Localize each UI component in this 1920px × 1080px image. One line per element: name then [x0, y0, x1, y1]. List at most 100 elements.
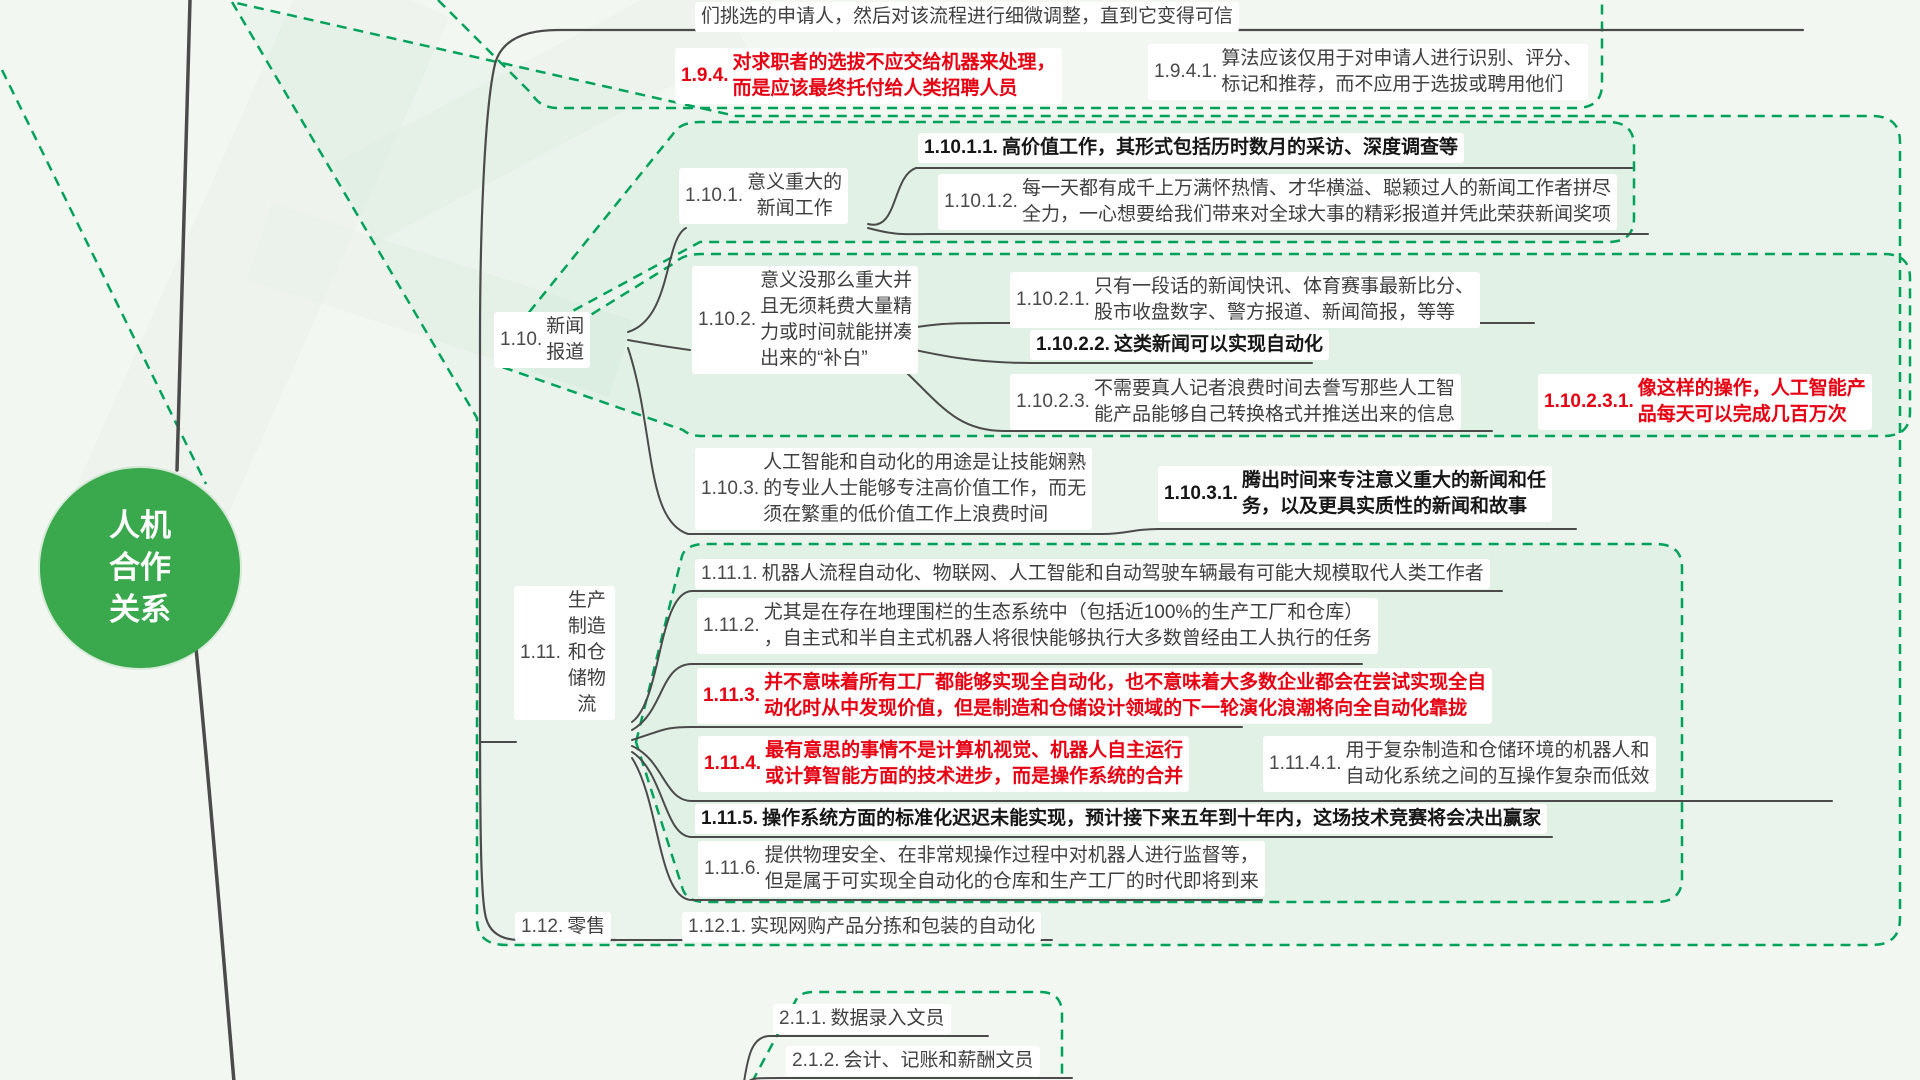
- branch-1-10-1-2: [867, 227, 1649, 236]
- branch-group: [175, 0, 1833, 1080]
- node-1-10-2-3-1[interactable]: 1.10.2.3.1. 像这样的操作，人工智能产 品每天可以完成几百万次: [1538, 374, 1872, 430]
- node-1-10-2-3[interactable]: 1.10.2.3. 不需要真人记者浪费时间去誊写那些人工智 能产品能够自己转换格…: [1010, 374, 1461, 430]
- boundary-section1: [229, 0, 1902, 947]
- branch-1-10-3-1: [1101, 528, 1577, 535]
- node-1-11-4-1[interactable]: 1.11.4.1. 用于复杂制造和仓储环境的机器人和 自动化系统之间的互操作复杂…: [1263, 736, 1656, 792]
- node-text: 人工智能和自动化的用途是让技能娴熟 的专业人士能够专注高价值工作，而无 须在繁重…: [763, 452, 1087, 525]
- branch-1-11-1: [631, 590, 1503, 723]
- node-1-9-4-1[interactable]: 1.9.4.1. 算法应该仅用于对申请人进行识别、评分、 标记和推荐，而不应用于…: [1148, 44, 1589, 100]
- trunk-upper: [175, 0, 192, 472]
- node-text: 机器人流程自动化、物联网、人工智能和自动驾驶车辆最有可能大规模取代人类工作者: [761, 563, 1484, 584]
- node-1-10-2-1[interactable]: 1.10.2.1. 只有一段话的新闻快讯、体育赛事最新比分、 股市收盘数字、警方…: [1010, 272, 1480, 328]
- node-1-11[interactable]: 1.11. 生产制造和仓储物流: [514, 586, 615, 720]
- node-number: 1.11.3.: [703, 685, 761, 706]
- node-number: 1.11.2.: [703, 615, 760, 636]
- boundary-1-10-1: [496, 120, 1636, 354]
- boundary-1-9: [437, 0, 1604, 110]
- boundary-1-10-2: [502, 252, 1912, 438]
- node-text: 数据录入文员: [830, 1008, 945, 1029]
- node-number: 1.12.: [521, 916, 564, 937]
- node-text: 意义没那么重大并 且无须耗费大量精 力或时间就能拼凑 出来的“补白”: [760, 270, 913, 369]
- node-1-10-1-1[interactable]: 1.10.1.1. 高价值工作，其形式包括历时数月的采访、深度调查等: [918, 133, 1464, 163]
- node-text: 高价值工作，其形式包括历时数月的采访、深度调查等: [1001, 137, 1458, 158]
- node-number: 1.9.4.: [681, 65, 729, 86]
- node-number: 1.10.: [500, 329, 543, 350]
- node-1-10-1[interactable]: 1.10.1. 意义重大的 新闻工作: [679, 168, 849, 224]
- node-number: 2.1.2.: [792, 1050, 840, 1071]
- node-1-10-3[interactable]: 1.10.3. 人工智能和自动化的用途是让技能娴熟 的专业人士能够专注高价值工作…: [695, 448, 1093, 530]
- branch-spine: [478, 28, 1805, 942]
- node-1-9-partial[interactable]: 们挑选的申请人，然后对该流程进行细微调整，直到它变得可信: [695, 2, 1240, 32]
- node-number: 1.9.4.1.: [1154, 61, 1218, 82]
- node-1-10-1-2[interactable]: 1.10.1.2. 每一天都有成千上万满怀热情、才华横溢、聪颖过人的新闻工作者拼…: [938, 174, 1617, 230]
- node-1-12-1[interactable]: 1.12.1. 实现网购产品分拣和包装的自动化: [682, 912, 1042, 942]
- node-number: 1.10.1.2.: [944, 191, 1018, 212]
- node-number: 1.10.3.1.: [1164, 483, 1238, 504]
- node-text: 对求职者的选拔不应交给机器来处理， 而是应该最终托付给人类招聘人员: [732, 52, 1056, 99]
- node-number: 2.1.1.: [779, 1008, 827, 1029]
- node-number: 1.11.5.: [701, 808, 759, 829]
- node-1-10-3-1[interactable]: 1.10.3.1. 腾出时间来专注意义重大的新闻和任 务，以及更具实质性的新闻和…: [1158, 466, 1552, 522]
- node-2-1-1[interactable]: 2.1.1. 数据录入文员: [773, 1004, 951, 1034]
- node-number: 1.11.6.: [704, 858, 761, 879]
- node-text: 会计、记账和薪酬文员: [843, 1050, 1034, 1071]
- node-number: 1.10.1.1.: [924, 137, 998, 158]
- trunk-lower: [194, 646, 236, 1080]
- branch-1-10-1-1: [867, 167, 1633, 226]
- node-text: 尤其是在存在地理围栏的生态系统中（包括近100%的生产工厂和仓库） ，自主式和半…: [763, 602, 1372, 649]
- node-1-10-2[interactable]: 1.10.2. 意义没那么重大并 且无须耗费大量精 力或时间就能拼凑 出来的“补…: [692, 266, 919, 374]
- boundary-partial-left: [0, 69, 208, 485]
- node-text: 并不意味着所有工厂都能够实现全自动化，也不意味着大多数企业都会在尝试实现全自 动…: [764, 672, 1487, 719]
- node-text: 这类新闻可以实现自动化: [1113, 334, 1323, 355]
- node-1-11-5[interactable]: 1.11.5. 操作系统方面的标准化迟迟未能实现，预计接下来五年到十年内，这场技…: [695, 804, 1548, 834]
- branch-1-10-2: [627, 339, 691, 351]
- branch-1-11-4: [631, 745, 1833, 802]
- node-number: 1.11.4.: [704, 753, 762, 774]
- node-text: 意义重大的 新闻工作: [747, 172, 843, 219]
- node-number: 1.10.1.: [685, 185, 744, 206]
- branch-1-10-3: [627, 347, 1103, 535]
- node-1-9-4[interactable]: 1.9.4. 对求职者的选拔不应交给机器来处理， 而是应该最终托付给人类招聘人员: [675, 48, 1062, 104]
- root-topic-label: 人机 合作 关系: [109, 508, 171, 627]
- node-text: 只有一段话的新闻快讯、体育赛事最新比分、 股市收盘数字、警方报道、新闻简报，等等: [1093, 276, 1474, 323]
- node-text: 像这样的操作，人工智能产 品每天可以完成几百万次: [1637, 378, 1866, 425]
- node-1-11-4[interactable]: 1.11.4. 最有意思的事情不是计算机视觉、机器人自主运行 或计算智能方面的技…: [698, 736, 1190, 792]
- branch-1-11-5: [631, 751, 1553, 838]
- node-text: 零售: [567, 916, 606, 937]
- node-text: 不需要真人记者浪费时间去誊写那些人工智 能产品能够自己转换格式并推送出来的信息: [1093, 378, 1455, 425]
- branch-1-11-2: [631, 663, 1363, 731]
- node-1-11-1[interactable]: 1.11.1. 机器人流程自动化、物联网、人工智能和自动驾驶车辆最有可能大规模取…: [695, 559, 1490, 589]
- root-topic[interactable]: 人机 合作 关系: [40, 468, 240, 668]
- node-number: 1.11.4.1.: [1269, 753, 1342, 774]
- node-text: 算法应该仅用于对申请人进行识别、评分、 标记和推荐，而不应用于选拔或聘用他们: [1221, 48, 1583, 95]
- node-text: 用于复杂制造和仓储环境的机器人和 自动化系统之间的互操作复杂而低效: [1345, 740, 1650, 787]
- branch-1-11-6: [631, 757, 1263, 901]
- node-text: 生产制造和仓储物流: [567, 590, 606, 715]
- node-text: 每一天都有成千上万满怀热情、才华横溢、聪颖过人的新闻工作者拼尽 全力，一心想要给…: [1021, 178, 1611, 225]
- node-text: 提供物理安全、在非常规操作过程中对机器人进行监督等， 但是属于可实现全自动化的仓…: [764, 845, 1259, 892]
- node-1-10[interactable]: 1.10. 新闻 报道: [494, 312, 591, 368]
- node-2-1-2[interactable]: 2.1.2. 会计、记账和薪酬文员: [786, 1046, 1040, 1076]
- node-number: 1.10.2.3.1.: [1544, 391, 1634, 412]
- node-1-10-2-2[interactable]: 1.10.2.2. 这类新闻可以实现自动化: [1030, 330, 1329, 360]
- node-text: 们挑选的申请人，然后对该流程进行细微调整，直到它变得可信: [701, 6, 1234, 27]
- node-number: 1.10.2.3.: [1016, 391, 1090, 412]
- branch-2-1-2: [748, 1077, 1073, 1080]
- node-text: 腾出时间来专注意义重大的新闻和任 务，以及更具实质性的新闻和故事: [1241, 470, 1546, 517]
- node-number: 1.10.2.1.: [1016, 289, 1090, 310]
- node-1-11-2[interactable]: 1.11.2. 尤其是在存在地理围栏的生态系统中（包括近100%的生产工厂和仓库…: [697, 598, 1378, 654]
- node-number: 1.10.2.2.: [1036, 334, 1110, 355]
- node-text: 实现网购产品分拣和包装的自动化: [750, 916, 1036, 937]
- node-text: 新闻 报道: [546, 316, 585, 363]
- boundary-2-1: [751, 990, 1064, 1080]
- node-1-11-6[interactable]: 1.11.6. 提供物理安全、在非常规操作过程中对机器人进行监督等， 但是属于可…: [698, 841, 1265, 897]
- branch-2-1-1: [743, 1035, 989, 1080]
- node-number: 1.11.1.: [701, 563, 758, 584]
- node-1-12[interactable]: 1.12. 零售: [515, 912, 612, 942]
- node-number: 1.11.: [520, 642, 561, 663]
- node-1-11-3[interactable]: 1.11.3. 并不意味着所有工厂都能够实现全自动化，也不意味着大多数企业都会在…: [697, 668, 1493, 724]
- node-number: 1.10.2.: [698, 309, 757, 330]
